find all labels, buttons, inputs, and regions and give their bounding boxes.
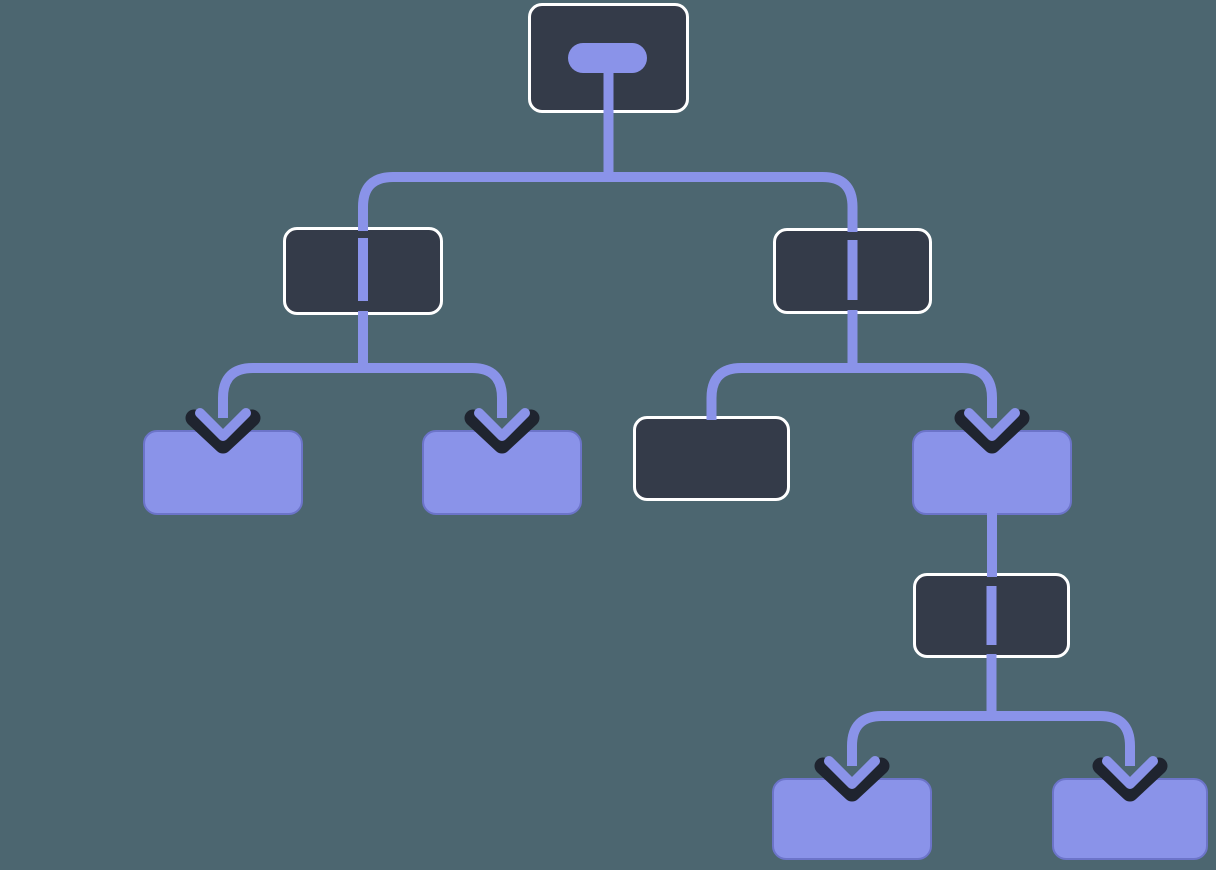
flow-node-root[interactable] [528,3,689,113]
connector-right-split-rail [706,363,997,420]
flow-node-branch-right[interactable] [773,228,932,314]
flow-node-leaf-left-1[interactable] [143,430,303,515]
flow-node-leaf-bottom-1[interactable] [772,778,932,860]
connector-bottom-split-rail [847,711,1135,766]
connector-root-split-rail [358,172,858,232]
flow-node-leaf-left-2[interactable] [422,430,582,515]
flow-node-leaf-dark[interactable] [633,416,790,501]
flow-node-leaf-bottom-2[interactable] [1052,778,1208,860]
flow-node-branch-mid[interactable] [913,573,1070,658]
flow-node-branch-left[interactable] [283,227,443,315]
flow-node-mid-purple[interactable] [912,430,1072,515]
connector-left-split-rail [218,363,507,418]
